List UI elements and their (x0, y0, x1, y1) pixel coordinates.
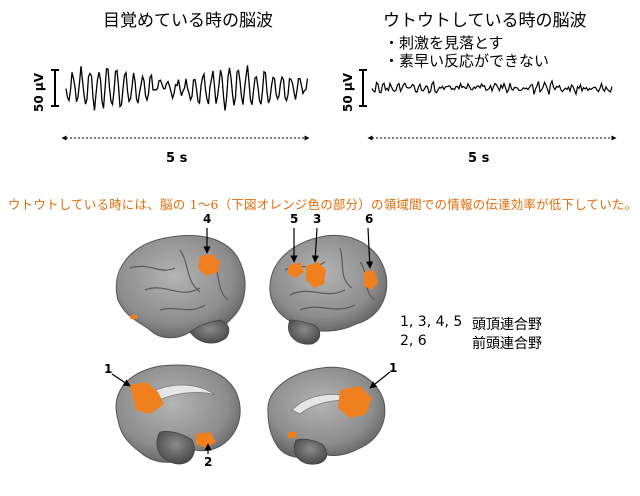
region-label-3: 3 (313, 212, 322, 226)
legend-row-parietal-regions: 1, 3, 4, 5 (400, 314, 463, 330)
region-label-6: 6 (365, 212, 374, 226)
awake-eeg-title: 目覚めている時の脳波 (103, 11, 273, 31)
region-label-2: 2 (204, 455, 213, 469)
region-6-highlight (364, 270, 378, 290)
region-label-4: 4 (203, 212, 212, 226)
brain-medial-left (115, 364, 241, 465)
drowsy-scale-bar (359, 69, 367, 107)
brain-lateral-left (115, 235, 246, 344)
drowsy-eeg-title: ウトウトしている時の脳波 (383, 11, 587, 31)
summary-note: ウトウトしている時には、脳の 1〜6（下図オレンジ色の部分）の領域間での情報の伝… (8, 197, 638, 212)
region-label-5: 5 (290, 212, 299, 226)
legend-row-frontal-name: 前頭連合野 (472, 336, 542, 352)
region-1b-highlight (338, 386, 372, 418)
awake-scale-bar (51, 69, 59, 107)
awake-duration-label: 5 s (166, 151, 188, 166)
region-label-1-left: 1 (104, 362, 113, 376)
region-4-highlight (198, 254, 220, 276)
region-3-highlight (306, 262, 326, 288)
drowsy-bullet-slow-reaction: ・素早い反応ができない (384, 52, 550, 70)
brain-lateral-right (269, 234, 388, 345)
region-label-1-right: 1 (389, 361, 398, 375)
region-1-highlight (130, 382, 164, 414)
drowsy-eeg-waveform (371, 79, 613, 97)
region-5-highlight (288, 262, 304, 278)
brain-medial-right (267, 366, 386, 465)
legend-row-frontal-regions: 2, 6 (400, 333, 427, 349)
drowsy-duration-label: 5 s (468, 151, 490, 166)
awake-eeg-waveform (65, 65, 309, 111)
drowsy-bullet-missed-stimulus: ・刺激を見落とす (384, 34, 504, 52)
legend-row-parietal-name: 頭頂連合野 (472, 317, 542, 333)
